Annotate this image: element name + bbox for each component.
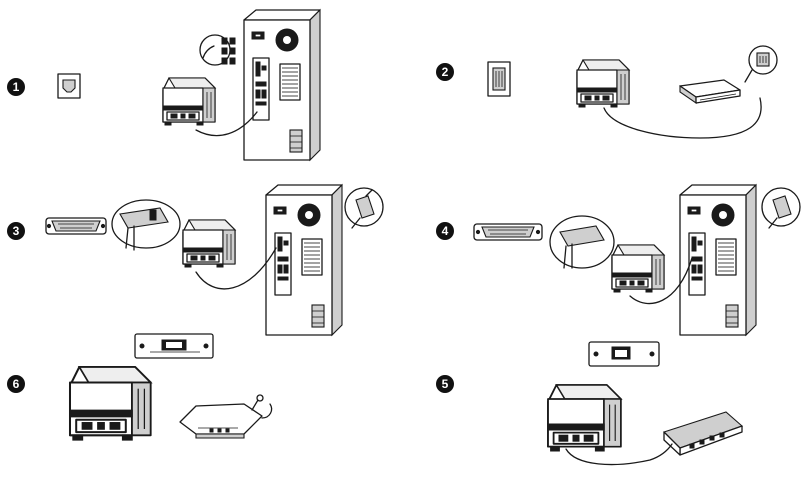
printer-2 bbox=[576, 59, 630, 108]
printer-4 bbox=[611, 244, 665, 293]
serial-connector-zoom-icon bbox=[111, 199, 181, 251]
network-switch-icon bbox=[662, 411, 744, 456]
pc-tower-1 bbox=[243, 9, 321, 161]
step-1-badge: 1 bbox=[7, 78, 25, 96]
ethernet-interface-card-icon bbox=[588, 341, 660, 367]
usb-cable bbox=[195, 111, 258, 137]
serial-port-icon bbox=[45, 217, 107, 235]
usb-port-zoom-icon bbox=[199, 34, 236, 66]
printer-1 bbox=[162, 77, 216, 126]
pc-port-zoom-icon-4 bbox=[761, 187, 801, 229]
rj-cable bbox=[603, 97, 762, 139]
printer-5 bbox=[547, 384, 622, 452]
pc-tower-3 bbox=[265, 184, 343, 336]
pc-port-zoom-icon-3 bbox=[344, 187, 384, 229]
step-2-badge: 2 bbox=[436, 63, 454, 81]
serial-cable bbox=[195, 247, 277, 290]
step-6-badge: 6 bbox=[7, 375, 25, 393]
step-3-badge: 3 bbox=[7, 222, 25, 240]
parallel-port-icon bbox=[473, 223, 543, 241]
rj-port-icon bbox=[487, 61, 511, 97]
rj-zoom-icon bbox=[744, 45, 778, 83]
cash-drawer-icon bbox=[679, 79, 741, 105]
printer-6 bbox=[68, 365, 152, 441]
parallel-cable bbox=[629, 257, 693, 305]
ethernet-cable bbox=[565, 443, 673, 466]
wifi-interface-card-icon bbox=[134, 333, 214, 359]
parallel-connector-zoom-icon bbox=[549, 215, 615, 269]
step-5-badge: 5 bbox=[436, 375, 454, 393]
wifi-router-icon bbox=[179, 394, 273, 439]
printer-3 bbox=[182, 219, 236, 268]
step-4-badge: 4 bbox=[436, 222, 454, 240]
usb-port-icon bbox=[57, 73, 81, 99]
